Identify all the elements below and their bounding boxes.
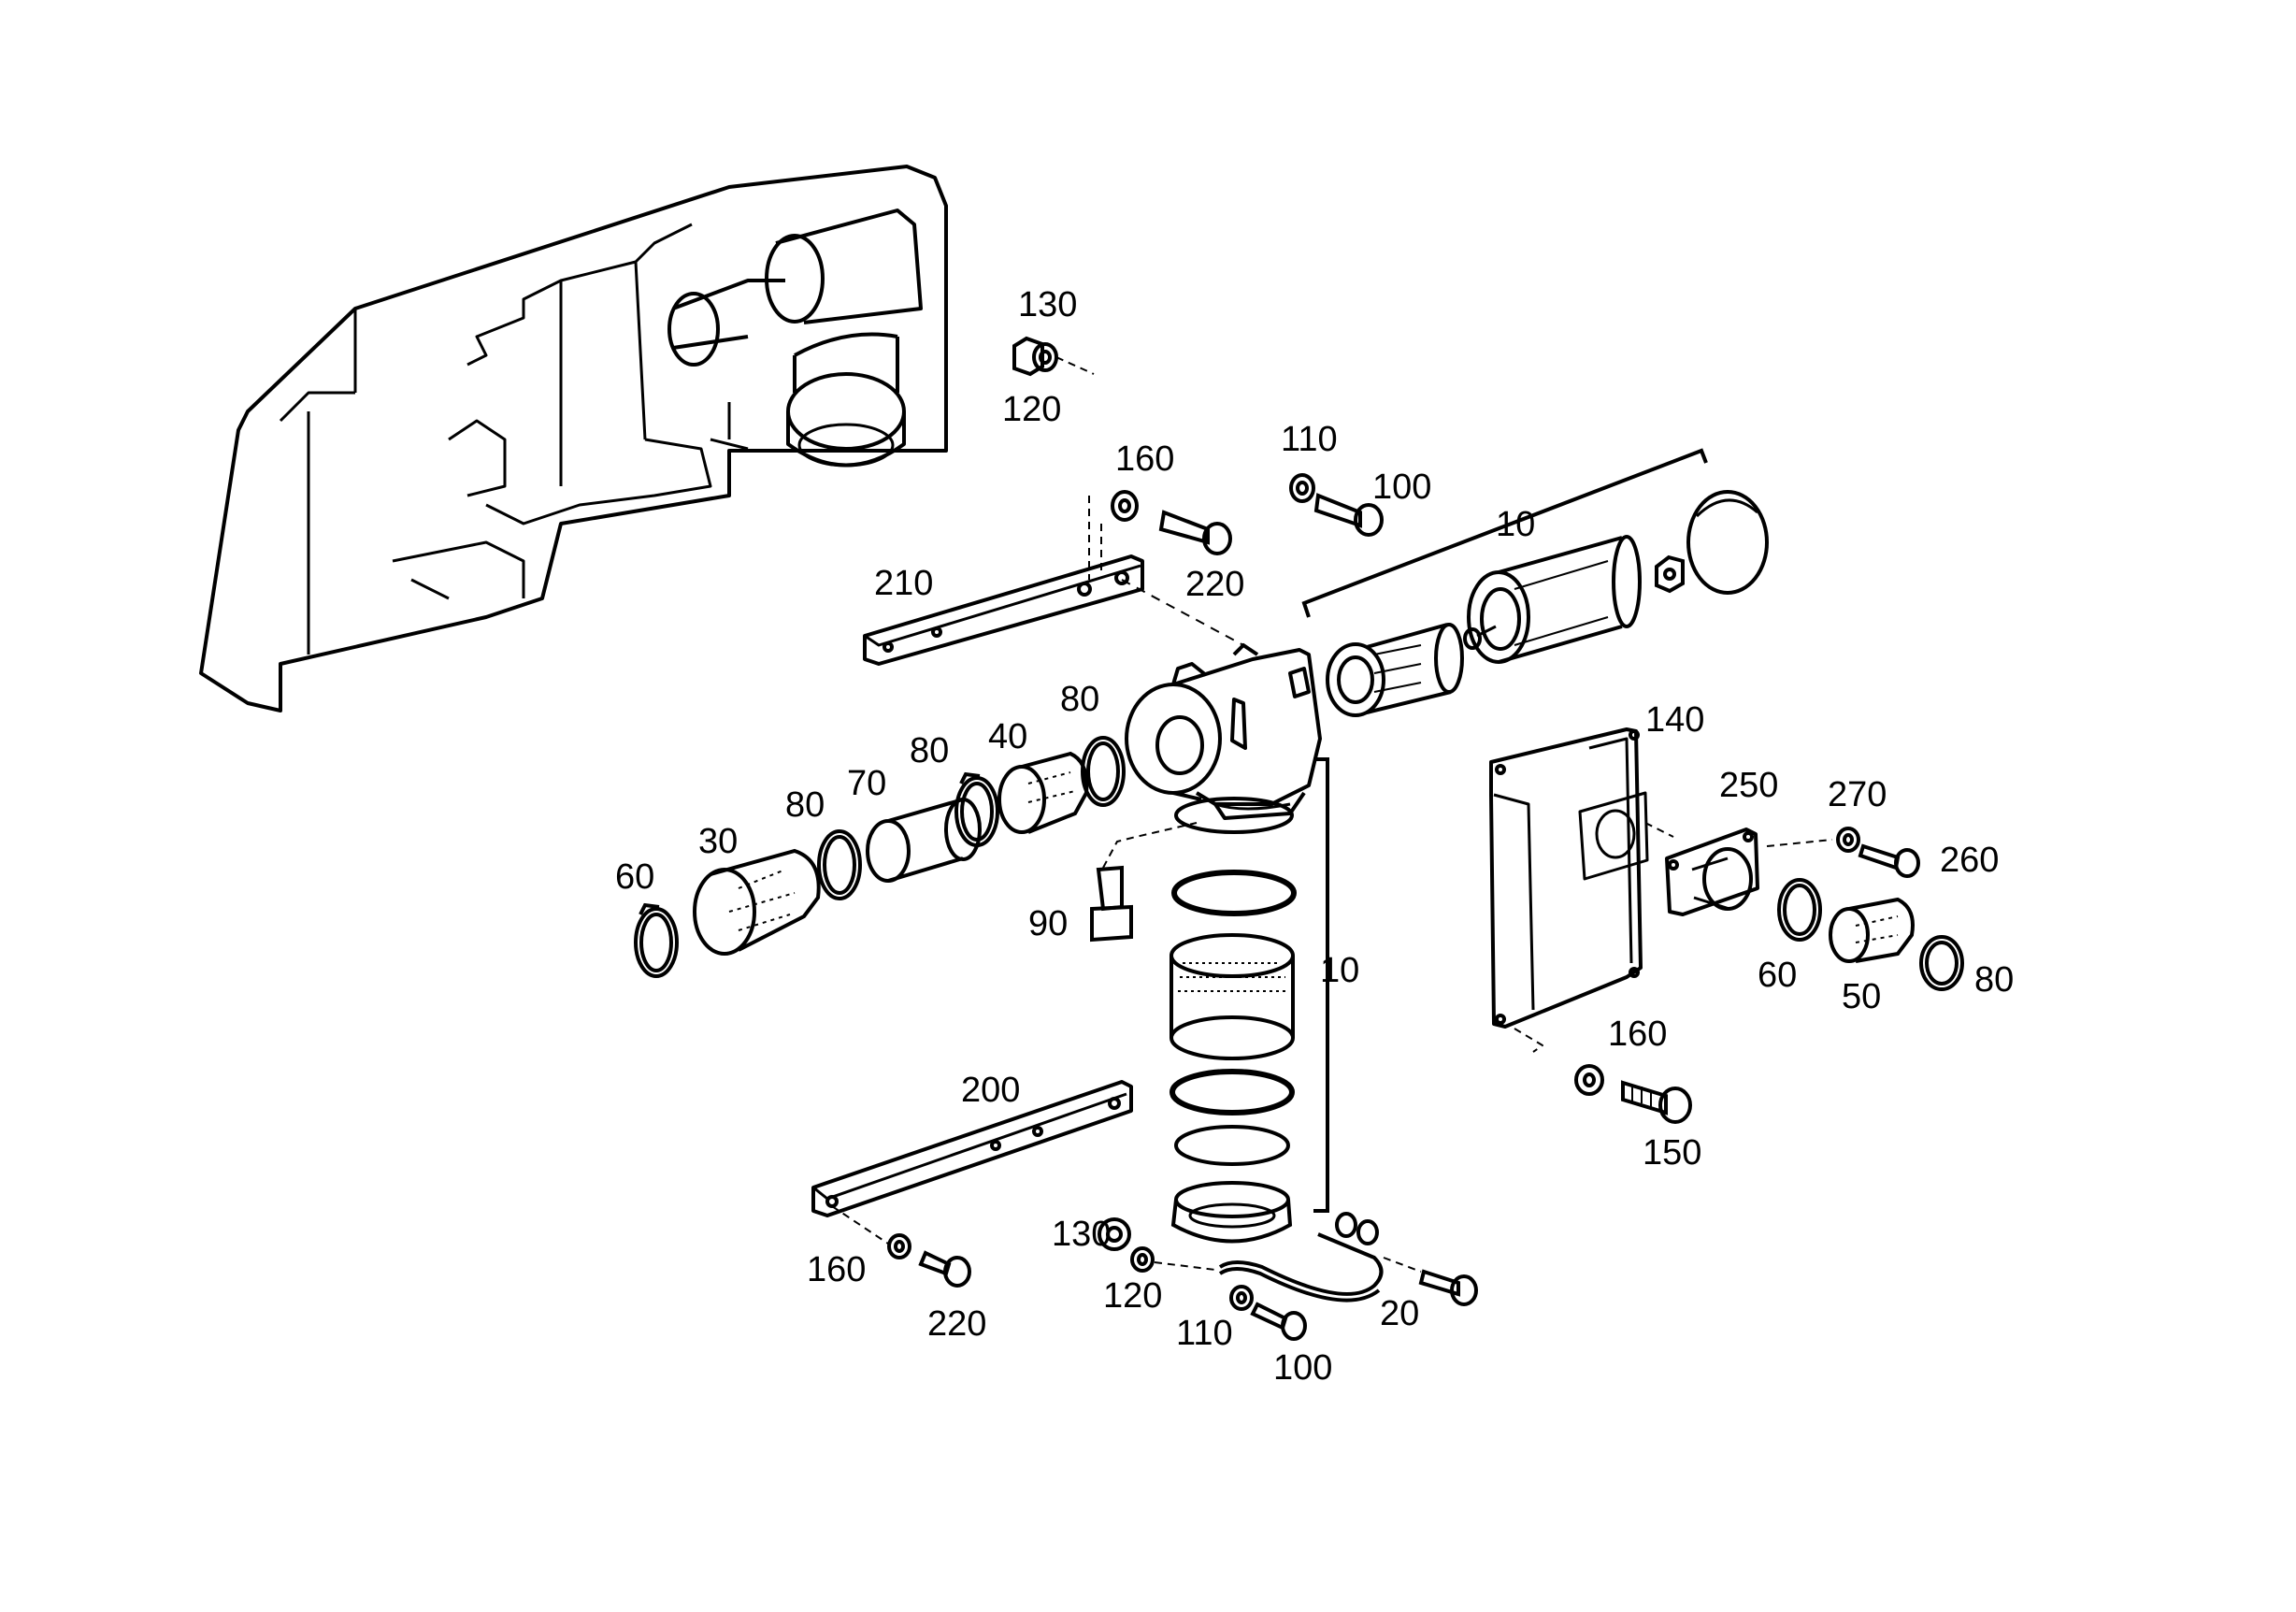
washer-110-lower xyxy=(1229,1285,1254,1311)
fitting-90 xyxy=(1090,822,1198,943)
callout-210: 210 xyxy=(874,564,933,603)
callout-10-lower: 10 xyxy=(1320,951,1359,990)
tube-70 xyxy=(866,798,982,883)
callout-160-lower: 160 xyxy=(807,1250,866,1289)
nut-130-upper xyxy=(1012,336,1095,377)
end-cap-upper-10 xyxy=(1686,490,1769,595)
callout-110-lower: 110 xyxy=(1176,1314,1233,1353)
callout-220-lower: 220 xyxy=(927,1304,986,1344)
dust-bowl xyxy=(1170,1181,1293,1244)
callout-80-d: 80 xyxy=(1974,960,2014,1000)
callout-140: 140 xyxy=(1645,700,1704,740)
callout-60-left: 60 xyxy=(615,857,654,897)
hose-30 xyxy=(693,848,821,956)
nut-130-lower xyxy=(1098,1217,1131,1251)
seal-ring-3 xyxy=(1170,1069,1295,1115)
engine-housing xyxy=(199,165,948,712)
callout-160-right: 160 xyxy=(1608,1015,1667,1054)
callout-30: 30 xyxy=(698,822,738,861)
callout-100-lower: 100 xyxy=(1273,1348,1332,1388)
washer-270 xyxy=(1766,827,1860,853)
bolt-20 xyxy=(1418,1269,1478,1306)
callout-120-lower: 120 xyxy=(1103,1276,1162,1316)
clamp-20 xyxy=(1218,1212,1422,1303)
hose-clamp-60-right xyxy=(1777,878,1822,942)
washer-160-right xyxy=(1574,1064,1604,1096)
hose-clamp-80-c xyxy=(817,829,862,900)
tube-upper-10 xyxy=(1326,623,1464,717)
air-filter-housing xyxy=(1125,643,1322,820)
callout-50: 50 xyxy=(1842,977,1881,1016)
washer-160-upper xyxy=(1111,490,1139,522)
bolt-220-upper xyxy=(1158,510,1232,555)
callout-80-b: 80 xyxy=(910,731,949,770)
callouts: 130 120 160 110 100 10 210 220 140 80 40… xyxy=(615,285,2014,1388)
callout-120-upper: 120 xyxy=(1002,390,1061,429)
hose-clamp-60-left xyxy=(634,902,679,978)
bolt-150 xyxy=(1621,1080,1692,1124)
nut-upper-10 xyxy=(1655,554,1685,594)
callout-100-upper: 100 xyxy=(1372,468,1431,507)
callout-270: 270 xyxy=(1828,775,1887,814)
callout-10-upper: 10 xyxy=(1496,505,1535,544)
callout-70: 70 xyxy=(847,764,886,803)
bracket-200 xyxy=(811,1080,1133,1245)
cartridge-upper-10 xyxy=(1463,535,1642,664)
callout-110-upper: 110 xyxy=(1281,420,1338,459)
cover-plate-140 xyxy=(1489,727,1649,1053)
seal-ring-2 xyxy=(1171,870,1297,916)
callout-130-upper: 130 xyxy=(1018,285,1077,324)
callout-130-lower: 130 xyxy=(1052,1215,1111,1254)
bolt-100-upper xyxy=(1313,493,1384,537)
callout-200: 200 xyxy=(961,1071,1020,1110)
callout-90: 90 xyxy=(1028,904,1068,943)
washer-110-upper xyxy=(1289,473,1315,503)
bracket-line-10-lower xyxy=(1313,757,1329,1213)
callout-160-a: 160 xyxy=(1115,439,1174,479)
callout-150: 150 xyxy=(1643,1133,1701,1173)
callout-40: 40 xyxy=(988,717,1027,756)
seal-ring-1 xyxy=(1174,797,1294,834)
filter-element xyxy=(1170,933,1295,1060)
bracket-line-10-upper xyxy=(1301,448,1708,618)
callout-220-upper: 220 xyxy=(1185,565,1244,604)
callout-60-right: 60 xyxy=(1758,956,1797,995)
hose-clamp-80-b xyxy=(954,771,999,847)
hose-clamp-80-d xyxy=(1919,935,1964,991)
seal-ring-4 xyxy=(1174,1125,1290,1166)
bolt-260 xyxy=(1858,843,1920,878)
hose-50 xyxy=(1829,897,1915,963)
bolt-220-lower xyxy=(918,1250,971,1288)
callout-80-a: 80 xyxy=(1060,680,1099,719)
bracket-210 xyxy=(863,496,1244,666)
callout-260: 260 xyxy=(1940,841,1999,880)
hose-clamp-80-a xyxy=(1081,736,1126,807)
washer-160-lower xyxy=(887,1233,911,1259)
callout-20: 20 xyxy=(1380,1294,1419,1333)
bolt-100-lower xyxy=(1250,1302,1307,1341)
washer-120-lower xyxy=(1130,1246,1216,1273)
hose-40 xyxy=(997,751,1089,834)
callout-80-c: 80 xyxy=(785,785,825,825)
callout-250: 250 xyxy=(1719,766,1778,805)
adapter-250 xyxy=(1644,822,1759,916)
